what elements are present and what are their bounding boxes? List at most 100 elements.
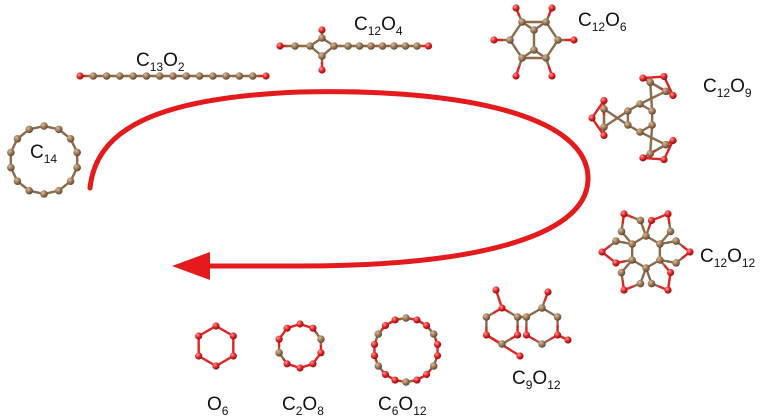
carbon-atom bbox=[102, 72, 111, 80]
oxygen-atom bbox=[433, 340, 442, 349]
carbon-atom bbox=[628, 240, 636, 248]
molecule-o6-bonds bbox=[197, 324, 235, 368]
carbon-atom bbox=[129, 72, 137, 80]
carbon-atom bbox=[648, 121, 656, 129]
oxygen-atom bbox=[229, 332, 237, 340]
carbon-atom bbox=[248, 72, 257, 80]
oxygen-atom bbox=[660, 72, 668, 81]
oxygen-atom bbox=[639, 154, 647, 162]
oxygen-atom bbox=[620, 286, 628, 294]
oxygen-atom bbox=[620, 210, 628, 218]
oxygen-atom bbox=[512, 4, 520, 12]
carbon-atom bbox=[506, 36, 514, 44]
oxygen-atom bbox=[413, 376, 421, 384]
oxygen-atom bbox=[548, 72, 556, 80]
oxygen-atom bbox=[317, 349, 325, 357]
oxygen-atom bbox=[600, 97, 608, 105]
carbon-atom bbox=[142, 72, 151, 80]
molecule-c12o6-bonds bbox=[492, 6, 576, 78]
carbon-atom bbox=[642, 232, 650, 240]
oxygen-atom bbox=[553, 331, 562, 339]
carbon-atom bbox=[672, 237, 680, 245]
oxygen-atom bbox=[381, 321, 390, 330]
oxygen-atom bbox=[381, 370, 390, 379]
oxygen-atom bbox=[512, 72, 520, 80]
carbon-atom bbox=[600, 123, 608, 131]
carbon-atom bbox=[344, 42, 352, 50]
carbon-atom bbox=[401, 42, 410, 50]
label-c14: C14 bbox=[30, 142, 57, 166]
carbon-atom bbox=[7, 148, 15, 157]
carbon-atom bbox=[642, 264, 650, 272]
oxygen-atom bbox=[318, 26, 326, 34]
carbon-atom bbox=[624, 121, 632, 129]
carbon-atom bbox=[89, 72, 98, 80]
carbon-atom bbox=[628, 256, 636, 264]
carbon-atom bbox=[617, 268, 626, 277]
oxygen-atom bbox=[544, 288, 552, 296]
carbon-atom bbox=[624, 107, 632, 115]
oxygen-atom bbox=[296, 364, 304, 372]
oxygen-atom bbox=[276, 42, 284, 50]
carbon-atom bbox=[518, 18, 526, 26]
oxygen-atom bbox=[564, 336, 572, 344]
label-c2o8: C2O8 bbox=[282, 394, 324, 418]
atom-layer bbox=[7, 4, 694, 386]
carbon-atom bbox=[617, 227, 626, 236]
oxygen-atom bbox=[612, 259, 620, 267]
oxygen-atom bbox=[309, 360, 317, 368]
molecule-c9o12-bonds bbox=[485, 288, 570, 358]
carbon-atom bbox=[318, 52, 326, 60]
oxygen-atom bbox=[548, 4, 556, 12]
oxygen-atom bbox=[195, 332, 203, 340]
carbon-atom bbox=[25, 186, 34, 195]
carbon-atom bbox=[195, 72, 204, 80]
carbon-atom bbox=[542, 54, 550, 62]
carbon-atom bbox=[522, 313, 531, 321]
oxygen-atom bbox=[391, 376, 399, 384]
carbon-atom bbox=[66, 177, 75, 185]
molecule-c12o12-atoms bbox=[598, 210, 694, 294]
carbon-atom bbox=[636, 128, 644, 136]
molecule-c13o2-atoms bbox=[76, 72, 270, 80]
carbon-atom bbox=[666, 227, 675, 236]
oxygen-atom bbox=[516, 352, 524, 360]
oxygen-atom bbox=[309, 324, 317, 332]
oxygen-atom bbox=[660, 155, 668, 164]
carbon-atom bbox=[429, 330, 438, 338]
carbon-atom bbox=[209, 72, 217, 80]
oxygen-atom bbox=[212, 322, 220, 330]
carbon-atom bbox=[513, 313, 522, 321]
carbon-atom bbox=[25, 125, 34, 134]
label-c12o9: C12O9 bbox=[703, 76, 752, 100]
molecule-c12o4-bonds bbox=[278, 28, 430, 72]
oxygen-atom bbox=[669, 91, 677, 100]
carbon-atom bbox=[530, 26, 538, 34]
label-c12o6: C12O6 bbox=[578, 10, 627, 34]
label-c9o12: C9O12 bbox=[512, 368, 561, 392]
label-c12o4: C12O4 bbox=[354, 14, 403, 38]
carbon-atom bbox=[374, 330, 383, 338]
carbon-atom bbox=[402, 378, 410, 386]
cycle-arrow bbox=[87, 89, 591, 269]
oxygen-atom bbox=[492, 286, 500, 294]
carbon-atom bbox=[13, 177, 22, 185]
oxygen-atom bbox=[570, 36, 578, 44]
oxygen-atom bbox=[262, 72, 270, 80]
carbon-atom bbox=[73, 148, 81, 157]
carbon-atom bbox=[542, 18, 550, 26]
carbon-atom bbox=[636, 279, 645, 288]
oxygen-atom bbox=[283, 324, 291, 332]
oxygen-atom bbox=[229, 352, 237, 360]
oxygen-atom bbox=[664, 210, 672, 218]
carbon-atom bbox=[402, 314, 410, 322]
carbon-atom bbox=[13, 135, 22, 143]
oxygen-atom bbox=[296, 320, 304, 328]
carbon-atom bbox=[554, 36, 562, 44]
oxygen-atom bbox=[666, 268, 675, 277]
oxygen-atom bbox=[686, 248, 694, 256]
label-c12o12: C12O12 bbox=[700, 246, 756, 270]
oxygen-atom bbox=[413, 316, 421, 324]
